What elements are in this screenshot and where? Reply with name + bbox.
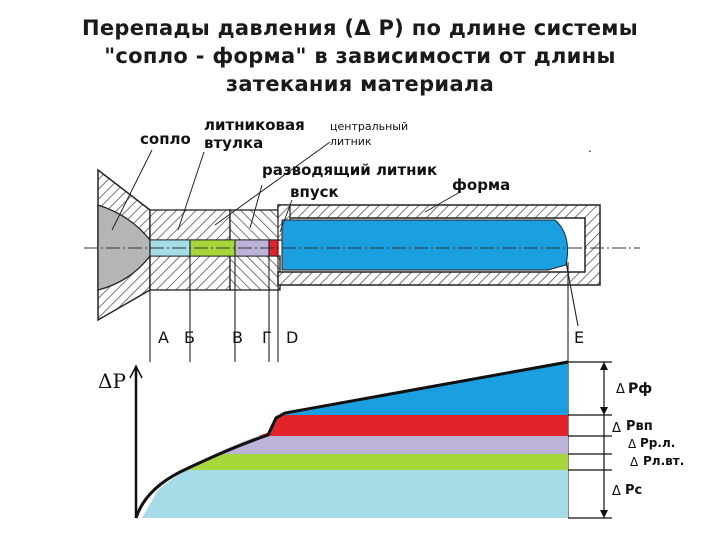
delta-rl: Δ [628, 437, 637, 451]
label-dot: . [588, 141, 592, 155]
point-e: Е [574, 328, 584, 347]
label-central-runner-2: литник [330, 135, 372, 148]
curve-mask [140, 362, 568, 518]
delta-f: Δ [616, 382, 625, 397]
label-central-runner-1: центральный [330, 120, 408, 133]
y-axis-arrow [129, 364, 143, 379]
sprue-bushing-block-top [149, 209, 231, 241]
label-sprue-bushing-2: втулка [204, 134, 263, 152]
pressure-graph [129, 360, 612, 519]
leader-nozzle [111, 149, 153, 231]
delta-lvt: Δ [630, 455, 639, 469]
leader-mold [424, 191, 461, 213]
pressure-curve [134, 360, 569, 519]
label-mold: форма [452, 176, 510, 194]
axis-label: ΔP [98, 369, 126, 393]
runner-block-top [229, 209, 281, 241]
delta-vp: Δ [612, 421, 621, 436]
leader-gate [279, 199, 293, 233]
title-line-2: "сопло - форма" в зависимости от длины [104, 44, 616, 68]
band-c [140, 470, 568, 518]
delta-c: Δ [612, 484, 621, 499]
label-drop-lvt: Рл.вт. [643, 454, 684, 468]
point-g: Г [262, 328, 272, 347]
label-drop-rl: Рр.л. [640, 436, 675, 450]
leader-bushing [177, 151, 205, 231]
point-d: D [286, 328, 298, 347]
label-distribution-runner: разводящий литник [262, 161, 437, 179]
label-gate: впуск [290, 183, 339, 201]
label-sprue-bushing-1: литниковая [204, 116, 305, 134]
label-drop-vp: Рвп [626, 419, 653, 434]
label-drop-c: Рс [625, 483, 642, 498]
leader-central [214, 141, 331, 226]
runner-block-bottom [229, 255, 281, 291]
band-rl [140, 436, 568, 454]
title-line-1: Перепады давления (Δ Р) по длине системы [81, 16, 639, 40]
point-v: В [232, 328, 243, 347]
label-nozzle: сопло [140, 130, 191, 148]
leader-e [565, 261, 579, 327]
label-drop-f: Рф [628, 381, 652, 397]
point-b: Б [184, 328, 195, 347]
leader-runner [249, 184, 263, 229]
mold-cavity [281, 219, 569, 271]
dimension-ticks [568, 361, 612, 519]
band-lvt [140, 454, 568, 470]
dimension-arrows [600, 362, 608, 518]
title-line-3: затекания материала [225, 72, 495, 96]
point-a: А [158, 328, 169, 347]
